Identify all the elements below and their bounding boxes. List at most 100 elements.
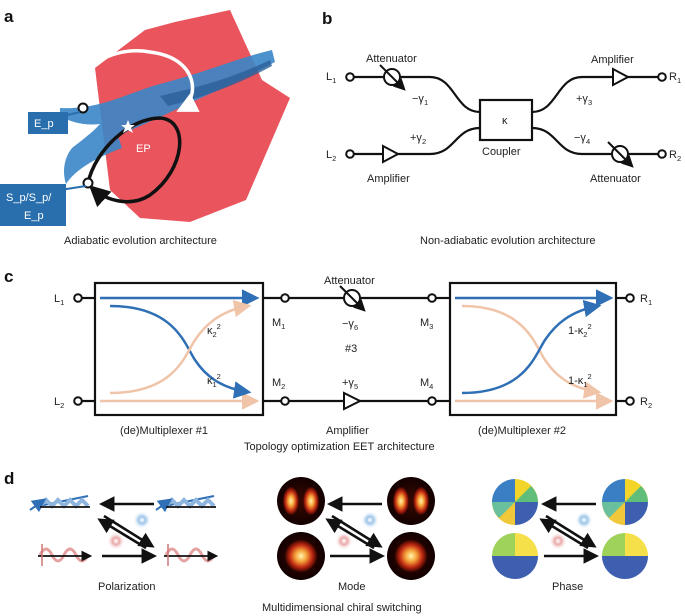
d-label-phase: Phase	[552, 581, 583, 593]
panel-d: d Polarization	[4, 469, 648, 614]
b-port-r2: R2	[669, 149, 681, 163]
phase-wheel	[602, 479, 648, 525]
mode-lobe	[395, 540, 427, 572]
label-box-bottom-line2: E_p	[24, 210, 44, 222]
switch-arrow-diag	[325, 518, 375, 550]
b-attenuator-bottom-label: Attenuator	[590, 173, 641, 185]
mode-lobe	[285, 540, 317, 572]
c-one-minus-kappa2: 1-κ22	[568, 322, 592, 339]
mode-lobe	[393, 487, 409, 515]
attenuator-arrow	[339, 285, 366, 312]
c-kappa2: κ22	[207, 322, 221, 339]
b-port-l2: L2	[326, 149, 336, 163]
c-m4: M4	[420, 377, 433, 391]
c-node-r2	[625, 396, 635, 406]
c-node-m3	[427, 293, 437, 303]
mode-lobe	[283, 487, 299, 515]
polarization-diagram: Polarization	[29, 495, 219, 593]
pol-wave-bottom-left	[38, 547, 90, 563]
b-attenuator-top-label: Attenuator	[366, 53, 417, 65]
c-mux1-label: (de)Multiplexer #1	[120, 425, 208, 437]
ep-label: EP	[136, 143, 151, 155]
c-attenuator-label: Attenuator	[324, 275, 375, 287]
coupler-symbol: κ	[502, 115, 508, 127]
b-node-l2	[345, 149, 355, 159]
pol-wave-top-left	[38, 497, 90, 509]
mode-indicator-blue	[133, 511, 151, 529]
c-node-m4	[427, 396, 437, 406]
b-wire-bottom-left	[354, 126, 481, 156]
b-wire-top-right	[531, 75, 658, 114]
c-node-m2	[280, 396, 290, 406]
b-port-l1: L1	[326, 71, 336, 85]
c-gamma6: −γ6	[342, 318, 358, 332]
c-m2: M2	[272, 377, 285, 391]
mode-indicator-red	[549, 532, 567, 550]
panel-b-letter: b	[322, 9, 332, 28]
mode-indicator-blue	[361, 511, 379, 529]
panel-b-caption: Non-adiabatic evolution architecture	[420, 235, 596, 247]
pol-arrow	[155, 498, 173, 513]
b-node-l1	[345, 72, 355, 82]
pol-wave-top-right	[164, 497, 216, 509]
label-box-bottom	[0, 184, 66, 226]
amplifier-icon	[382, 144, 401, 164]
mux1-peach-cross	[109, 299, 252, 395]
b-port-r1: R1	[669, 71, 681, 85]
white-loop	[78, 49, 200, 112]
b-gamma2: +γ2	[410, 132, 426, 146]
b-gamma4: −γ4	[574, 132, 590, 146]
panel-b: b L1 L2 Attenuator −γ1 +γ2 Amplifier κ C…	[322, 9, 681, 247]
mode-lobe	[303, 487, 319, 515]
mux1-blue-cross	[109, 304, 252, 399]
mode-diagram: Mode	[277, 477, 435, 593]
mode-indicator-blue	[575, 511, 593, 529]
c-m1: M1	[272, 317, 285, 331]
d-label-mode: Mode	[338, 581, 366, 593]
c-node-m1	[280, 293, 290, 303]
mode-indicator-red	[107, 532, 125, 550]
c-m3: M3	[420, 317, 433, 331]
c-node-l1	[73, 293, 83, 303]
b-node-r2	[657, 149, 667, 159]
pol-arrow	[29, 498, 47, 513]
c-port-r2: R2	[640, 396, 652, 410]
c-port-l1: L1	[54, 293, 64, 307]
panel-c-letter: c	[4, 267, 13, 286]
c-node-l2	[73, 396, 83, 406]
coupler-label: Coupler	[482, 146, 521, 158]
c-center-label: #3	[345, 343, 357, 355]
endpoint-top	[77, 102, 89, 114]
b-amplifier-top-label: Amplifier	[591, 54, 634, 66]
panel-a-caption: Adiabatic evolution architecture	[64, 235, 217, 247]
attenuator-arrow	[379, 64, 406, 91]
mode-indicator-red	[335, 532, 353, 550]
c-gamma5: +γ5	[342, 377, 358, 391]
label-box-top-text: E_p	[34, 118, 54, 130]
amplifier-icon	[343, 391, 363, 411]
panel-a: a EP E_p S_p/S_p/ E_p Adiabatic evolutio…	[0, 7, 290, 247]
switch-arrow-diag	[539, 518, 589, 550]
multiplexer-1-box	[93, 281, 265, 417]
label-box-bottom-line1: S_p/S_p/	[6, 192, 52, 204]
panel-d-caption: Multidimensional chiral switching	[262, 602, 422, 614]
c-amplifier-label: Amplifier	[326, 425, 369, 437]
coupler-box	[478, 98, 534, 142]
panel-c: c L1 L2 κ22 κ12 (de)Multiplexer #1 M1 M2…	[4, 267, 652, 453]
panel-d-letter: d	[4, 469, 14, 488]
multiplexer-2-box	[448, 281, 618, 417]
b-wire-bottom-right	[531, 126, 658, 156]
phase-wheel	[492, 533, 538, 579]
c-port-r1: R1	[640, 293, 652, 307]
b-gamma3: +γ3	[576, 93, 592, 107]
switch-arrow-diag	[97, 518, 147, 550]
panel-c-caption: Topology optimization EET architecture	[244, 441, 435, 453]
ep-star	[121, 120, 135, 133]
d-label-polarization: Polarization	[98, 581, 155, 593]
attenuator-arrow	[607, 141, 634, 168]
c-node-r1	[625, 293, 635, 303]
c-mux2-label: (de)Multiplexer #2	[478, 425, 566, 437]
b-gamma1: −γ1	[412, 93, 428, 107]
mux2-peach-cross	[461, 304, 602, 399]
